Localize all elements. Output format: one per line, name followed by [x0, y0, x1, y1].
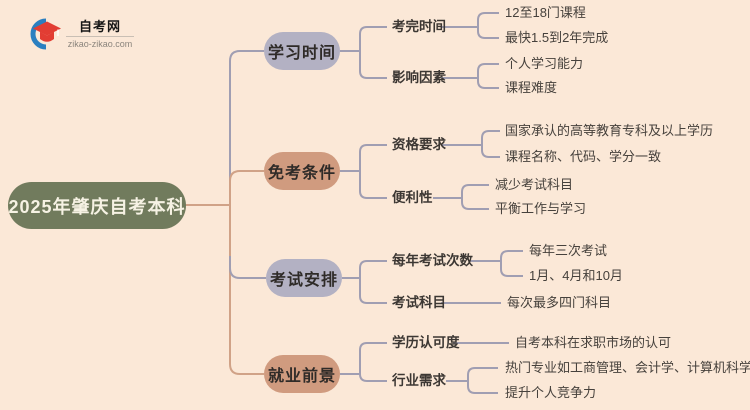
logo-domain: zikao-zikao.com [67, 39, 133, 49]
leaf-max-four-subjects: 每次最多四门科目 [507, 295, 612, 310]
leaf-competitiveness: 提升个人竞争力 [505, 385, 597, 400]
sub-label-degree-recognition: 学历认可度 [392, 335, 460, 350]
leaf-work-study-balance: 平衡工作与学习 [495, 201, 587, 216]
leaf-recognized-diploma: 国家承认的高等教育专科及以上学历 [505, 123, 714, 138]
branch-pill-exam-schedule: 考试安排 [266, 259, 342, 297]
leaf-job-market-recognition: 自考本科在求职市场的认可 [515, 335, 672, 350]
sub-label-factors: 影响因素 [392, 70, 446, 85]
sub-label-completion-time: 考完时间 [392, 19, 446, 34]
graduation-cap-icon [30, 18, 61, 50]
leaf-course-difficulty: 课程难度 [505, 80, 558, 95]
sub-label-convenience: 便利性 [392, 190, 433, 205]
site-logo: 自考网 zikao-zikao.com [28, 15, 134, 51]
branch-pill-career-outlook: 就业前景 [264, 355, 340, 393]
logo-text-block: 自考网 zikao-zikao.com [66, 19, 134, 49]
branch-pill-exemption: 免考条件 [264, 152, 340, 190]
logo-title: 自考网 [78, 19, 121, 34]
leaf-course-match: 课程名称、代码、学分一致 [505, 149, 662, 164]
leaf-exam-months: 1月、4月和10月 [529, 268, 623, 283]
sub-label-exam-times: 每年考试次数 [392, 253, 473, 268]
leaf-fewer-subjects: 减少考试科目 [495, 177, 574, 192]
logo-divider [66, 36, 134, 37]
leaf-fastest-finish: 最快1.5到2年完成 [505, 30, 609, 45]
leaf-popular-majors: 热门专业如工商管理、会计学、计算机科学 [505, 360, 750, 375]
leaf-three-exams-per-year: 每年三次考试 [529, 243, 608, 258]
branch-pill-study-time: 学习时间 [264, 32, 340, 70]
leaf-personal-ability: 个人学习能力 [505, 56, 584, 71]
root-node: 2025年肇庆自考本科 [8, 182, 186, 229]
sub-label-industry-demand: 行业需求 [392, 373, 446, 388]
sub-label-qualification: 资格要求 [392, 137, 446, 152]
leaf-courses-count: 12至18门课程 [505, 5, 586, 20]
sub-label-exam-subjects: 考试科目 [392, 295, 446, 310]
